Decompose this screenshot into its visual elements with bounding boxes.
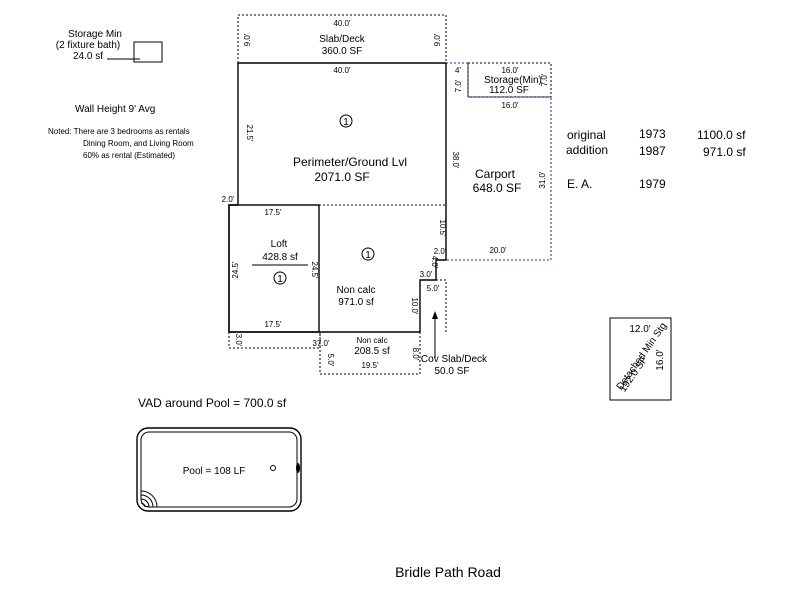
non-calc-2-title: Non calc xyxy=(356,336,387,345)
loft-outline xyxy=(228,204,320,333)
cov-slab-title: Cov Slab/Deck xyxy=(421,354,488,365)
bottom-strip-outline xyxy=(228,331,321,349)
detached-top-dim: 12.0' xyxy=(629,324,650,335)
detached-outline xyxy=(609,317,672,401)
pool-steps-arc-3 xyxy=(140,498,150,508)
non-calc-title: Non calc xyxy=(337,285,376,296)
cov-slab-area-label: 50.0 SF xyxy=(434,366,469,377)
pool-drain-icon xyxy=(270,465,276,471)
perimeter-right-dim: 38.0' xyxy=(451,151,460,169)
non-calc-2-area-label: 208.5 sf xyxy=(354,346,390,357)
section-marker-non-calc-number: 1 xyxy=(365,250,371,261)
storage-min-2-right-dim: 7.0' xyxy=(540,73,549,86)
storage-min-2-left2-dim: 7.0' xyxy=(454,79,463,92)
storage-min-2-left-dim: 4' xyxy=(455,66,461,75)
non-calc-2-right-dim: 8.0' xyxy=(411,348,420,361)
slab-deck-top-dim: 40.0' xyxy=(333,19,351,28)
loft-area: 17.5' 17.5' 24.5' 24.5' Loft 428.8 sf 1 xyxy=(228,204,320,333)
section-marker-loft-number: 1 xyxy=(277,274,283,285)
nc-step-b-dim: 4.0' xyxy=(430,256,439,269)
storage-min-sub-label: (2 fixture bath) xyxy=(56,40,120,51)
loft-left-dim: 24.5' xyxy=(231,261,240,279)
road-label: Bridle Path Road xyxy=(395,564,501,580)
section-marker-non-calc xyxy=(361,247,375,261)
carport-right-dim: 31.0' xyxy=(538,171,547,189)
perimeter-step-dim: 2.0' xyxy=(222,195,235,204)
nc-step-c-dim: 3.0' xyxy=(420,270,433,279)
slab-deck-title: Slab/Deck xyxy=(319,34,366,45)
slab-deck-area: 40.0' Slab/Deck 360.0 SF 9.0' 9.0' xyxy=(237,14,447,64)
perimeter-left-dim: 21.5' xyxy=(245,124,254,142)
loft-area-label: 428.8 sf xyxy=(262,252,298,263)
carport-bottom-dim: 20.0' xyxy=(489,246,507,255)
pool-group: VAD around Pool = 700.0 sf Pool = 108 LF xyxy=(136,396,302,512)
slab-deck-left-dim: 9.0' xyxy=(243,33,252,46)
storage-min-box xyxy=(133,41,163,63)
pool-outer-outline xyxy=(136,427,302,512)
table-row-area-1: 971.0 sf xyxy=(703,145,746,159)
perimeter-title: Perimeter/Ground Lvl xyxy=(293,155,407,169)
loft-bottom-dim: 17.5' xyxy=(264,320,282,329)
note-line-1: Noted: There are 3 bedrooms as rentals xyxy=(48,127,190,136)
table-row-year-1: 1987 xyxy=(639,144,666,158)
storage-min-2-area: 4' 7.0' 16.0' Storage(Min) 112.0 SF 7.0'… xyxy=(454,62,552,110)
nc-right-lower-dim: 10.0' xyxy=(410,297,419,315)
carport-title: Carport xyxy=(475,167,516,181)
wall-height-note: Wall Height 9' Avg xyxy=(75,104,155,115)
bottom-37-dim: 37.0' xyxy=(312,339,330,348)
slab-deck-area-label: 360.0 SF xyxy=(322,46,363,57)
section-marker-perimeter xyxy=(339,114,353,128)
storage-min-2-bottom-dim: 16.0' xyxy=(501,101,519,110)
cov-slab-top-dim: 5.0' xyxy=(427,284,440,293)
non-calc-2-area: 3.0' 37.0' Non calc 208.5 sf 5.0' 8.0' 1… xyxy=(228,331,421,375)
nc-step-a-dim: 2.0' xyxy=(434,247,447,256)
loft-top-dim: 17.5' xyxy=(264,208,282,217)
loft-right-dim: 24.5' xyxy=(310,261,319,279)
loft-title: Loft xyxy=(271,239,288,250)
slab-deck-right-dim: 9.0' xyxy=(433,33,442,46)
carport-area-label: 648.0 SF xyxy=(473,181,522,195)
note-line-3: 60% as rental (Estimated) xyxy=(83,151,175,160)
perimeter-top-dim: 40.0' xyxy=(333,66,351,75)
detached-min-storage: 12.0' Detached Min Stg 192.0 SF 16.0' xyxy=(609,317,672,401)
bottom-left-dim: 3.0' xyxy=(234,334,243,347)
storage-min-group: Storage Min (2 fixture bath) 24.0 sf xyxy=(56,29,163,63)
storage-min-2-area-label: 112.0 SF xyxy=(489,85,529,96)
storage-min-label: Storage Min xyxy=(68,29,122,40)
nc-right-upper-dim: 10.5' xyxy=(438,219,447,237)
table-row-area-0: 1100.0 sf xyxy=(697,128,746,142)
table-row-year-2: 1979 xyxy=(639,177,666,191)
section-marker-perimeter-number: 1 xyxy=(343,117,349,128)
cov-slab-deck-outline xyxy=(420,279,447,332)
note-line-2: Dining Room, and Living Room xyxy=(83,139,194,148)
storage-min-2-title: Storage(Min) xyxy=(484,75,542,86)
storage-min-2-top-dim: 16.0' xyxy=(501,66,519,75)
cov-slab-arrow xyxy=(432,311,438,319)
table-row-year-0: 1973 xyxy=(639,127,666,141)
pool-label: Pool = 108 LF xyxy=(183,466,246,477)
pool-light-icon xyxy=(296,463,300,473)
pool-steps-arc-2 xyxy=(140,494,154,508)
non-calc-2-left-dim: 5.0' xyxy=(326,354,335,367)
table-row-label-0: original xyxy=(567,128,606,142)
detached-right-dim: 16.0' xyxy=(655,349,666,370)
storage-min-area: 24.0 sf xyxy=(73,51,103,62)
non-calc-2-outline xyxy=(319,331,421,375)
non-calc-2-bottom-dim: 19.5' xyxy=(361,361,379,370)
non-calc-area: 971.0 sf xyxy=(338,297,374,308)
pool-steps-arc-1 xyxy=(140,490,158,508)
section-marker-loft xyxy=(273,271,287,285)
table-row-label-1: addition xyxy=(566,143,608,157)
vad-pool-label: VAD around Pool = 700.0 sf xyxy=(138,396,287,410)
storage-min-2-outline xyxy=(467,62,552,98)
perimeter-area: 2071.0 SF xyxy=(314,170,369,184)
year-table: original 1973 1100.0 sf addition 1987 97… xyxy=(566,127,746,191)
perimeter-ground-level: 40.0' 21.5' 38.0' 2.0' 1 Perimeter/Groun… xyxy=(222,62,460,333)
carport-outline xyxy=(446,62,552,261)
carport-area: Carport 648.0 SF 31.0' 20.0' xyxy=(446,62,552,261)
table-row-label-2: E. A. xyxy=(567,177,592,191)
pool-steps-arc-4 xyxy=(140,502,146,508)
cov-slab-deck-area: 5.0' Cov Slab/Deck 50.0 SF xyxy=(420,279,488,377)
